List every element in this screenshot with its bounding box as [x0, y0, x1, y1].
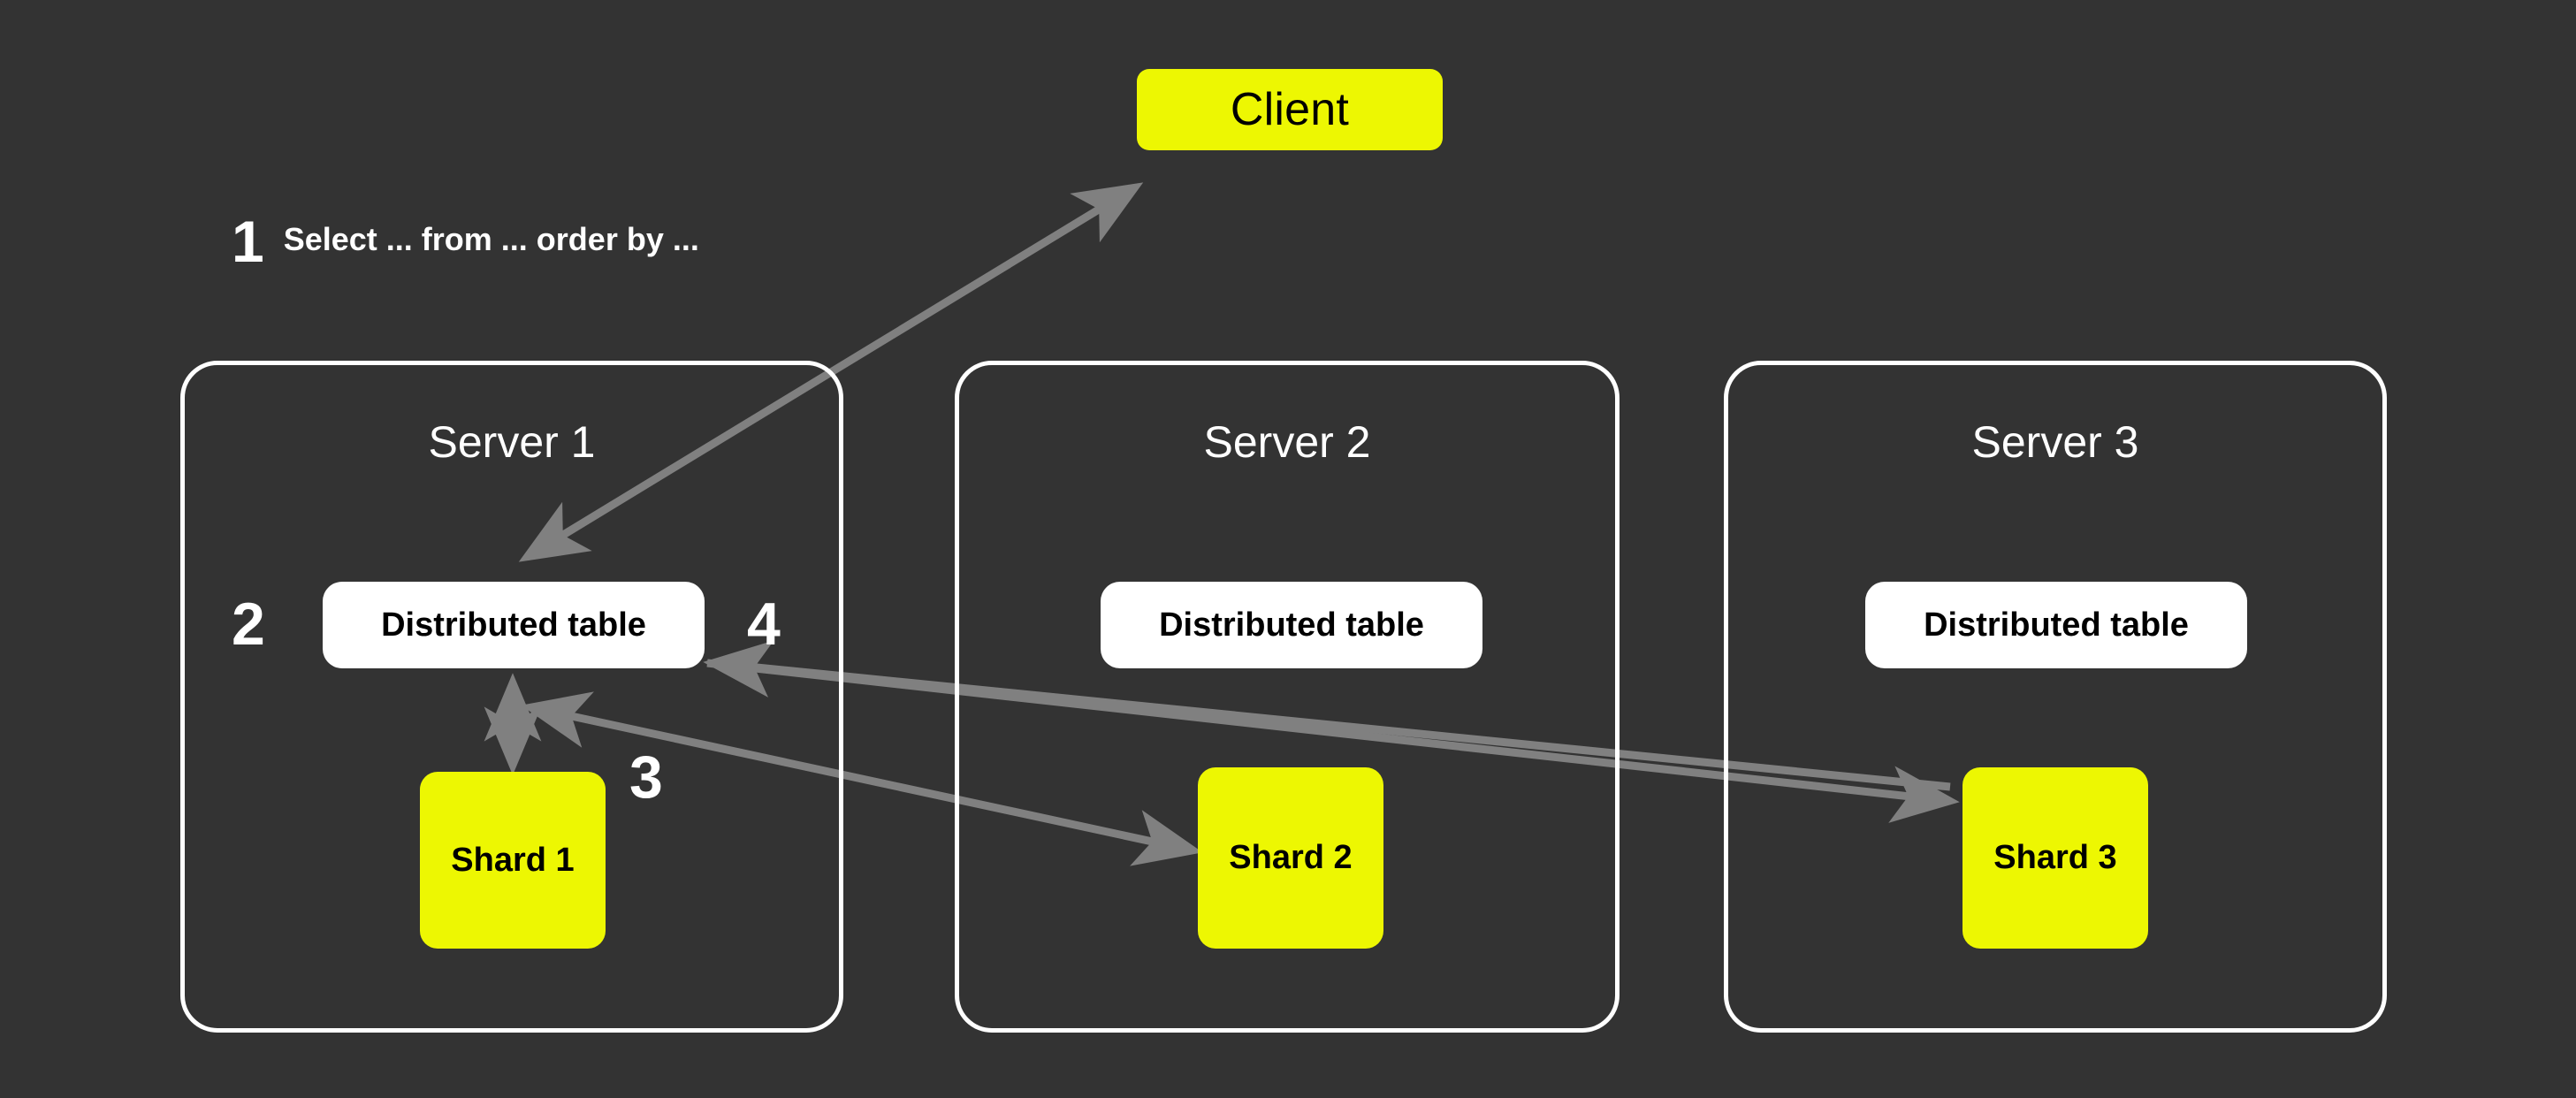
step-1-number: 1 — [232, 209, 264, 274]
server-2-title: Server 2 — [1203, 417, 1371, 467]
distributed-table-1[interactable]: Distributed table — [323, 582, 705, 668]
client-node[interactable]: Client — [1137, 69, 1443, 150]
shard-2-label: Shard 2 — [1229, 839, 1353, 876]
step-4-number: 4 — [747, 591, 781, 658]
shard-2-node[interactable]: Shard 2 — [1198, 767, 1383, 949]
distributed-table-2[interactable]: Distributed table — [1101, 582, 1482, 668]
distributed-table-3[interactable]: Distributed table — [1865, 582, 2247, 668]
step-1-query-text: Select ... from ... order by ... — [283, 221, 699, 257]
server-1-title: Server 1 — [428, 417, 596, 467]
distributed-table-1-label: Distributed table — [381, 606, 646, 644]
server-panel-3[interactable]: Server 3 — [1724, 361, 2387, 1033]
distributed-table-3-label: Distributed table — [1924, 606, 2189, 644]
shard-1-label: Shard 1 — [451, 841, 575, 879]
step-2-number: 2 — [232, 591, 265, 658]
shard-1-node[interactable]: Shard 1 — [420, 772, 606, 949]
shard-3-label: Shard 3 — [1993, 839, 2117, 876]
client-label: Client — [1230, 84, 1350, 135]
server-panel-1[interactable]: Server 1 — [180, 361, 843, 1033]
server-panel-2[interactable]: Server 2 — [955, 361, 1620, 1033]
shard-3-node[interactable]: Shard 3 — [1962, 767, 2148, 949]
step-3-number: 3 — [629, 743, 663, 811]
distributed-table-2-label: Distributed table — [1159, 606, 1424, 644]
step-1-caption: 1 Select ... from ... order by ... — [232, 212, 699, 271]
server-3-title: Server 3 — [1971, 417, 2139, 467]
